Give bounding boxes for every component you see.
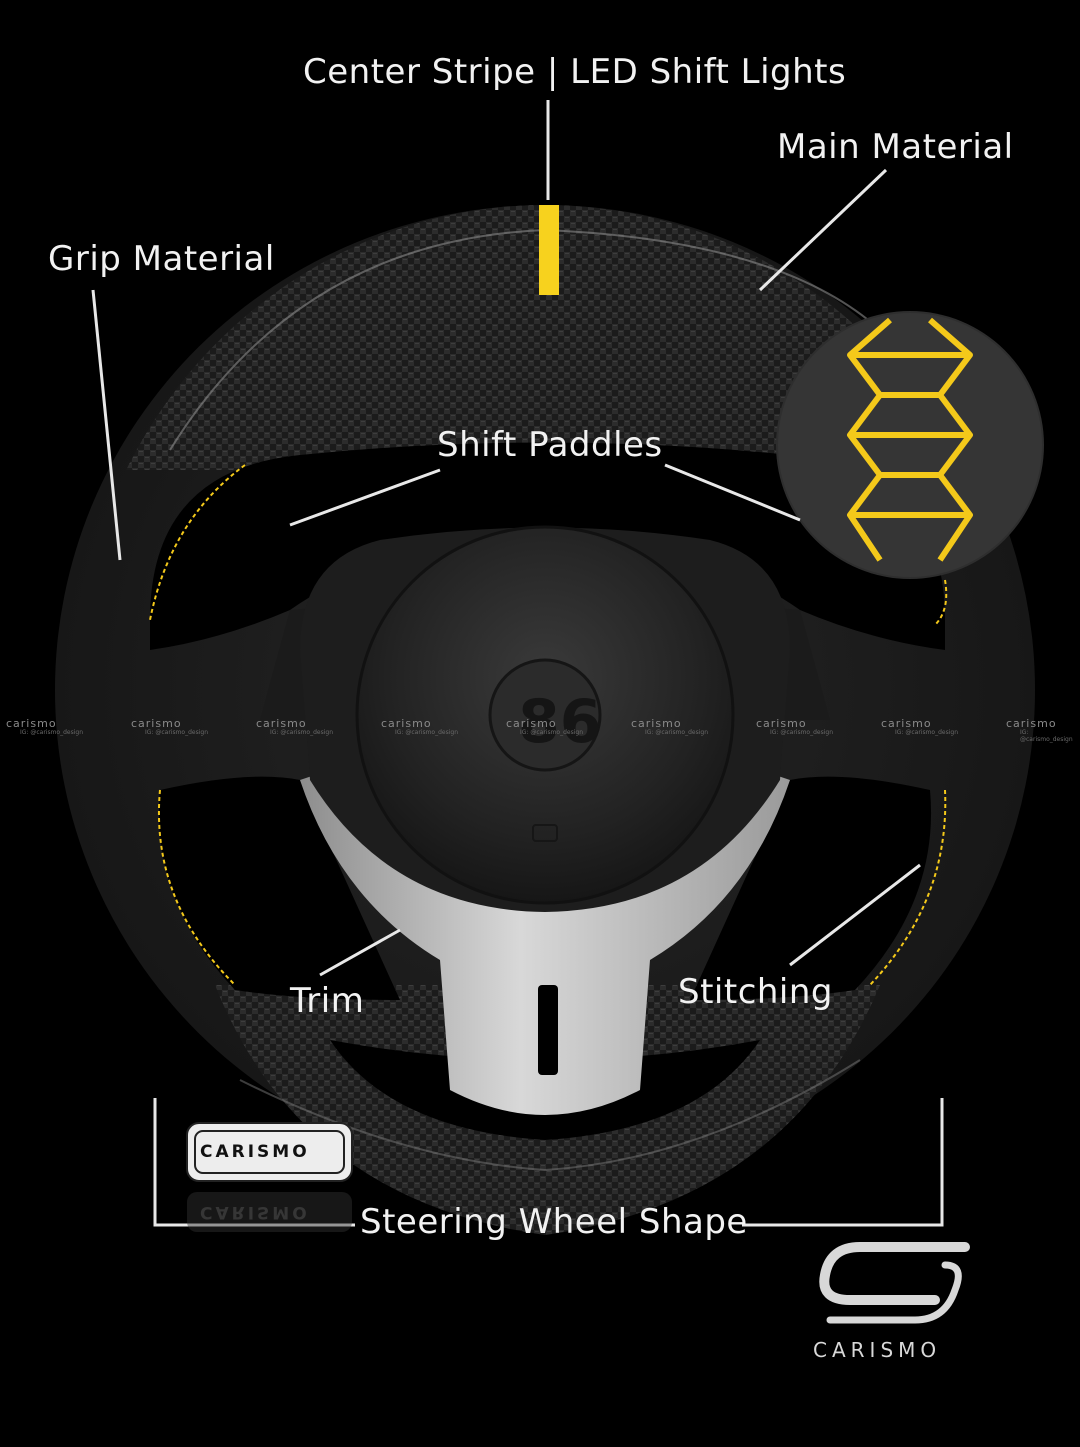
watermark-handle: IG: @carismo_design bbox=[270, 729, 334, 737]
carismo-logo-icon bbox=[819, 1242, 970, 1324]
stitching-closeup bbox=[776, 311, 1044, 579]
watermark-handle: IG: @carismo_design bbox=[1020, 729, 1073, 743]
watermark-brand: carismo bbox=[381, 717, 432, 730]
watermark-handle: IG: @carismo_design bbox=[520, 729, 584, 737]
watermark-handle: IG: @carismo_design bbox=[770, 729, 834, 737]
badge-reflection: CARISMO bbox=[200, 1202, 310, 1222]
watermark-handle: IG: @carismo_design bbox=[20, 729, 84, 737]
silver-trim bbox=[300, 770, 790, 1115]
label-shift-paddles: Shift Paddles bbox=[437, 425, 663, 465]
watermark-brand: carismo bbox=[6, 717, 57, 730]
watermark-brand: carismo bbox=[631, 717, 682, 730]
badge-text: CARISMO bbox=[200, 1142, 310, 1162]
watermark-brand: carismo bbox=[756, 717, 807, 730]
label-steering-wheel-shape: Steering Wheel Shape bbox=[360, 1202, 748, 1242]
watermark-brand: carismo bbox=[881, 717, 932, 730]
label-main-material: Main Material bbox=[777, 127, 1014, 167]
center-stripe bbox=[539, 205, 559, 295]
label-center-stripe: Center Stripe | LED Shift Lights bbox=[303, 52, 847, 92]
watermark-handle: IG: @carismo_design bbox=[145, 729, 209, 737]
carismo-badge bbox=[186, 1122, 353, 1232]
label-stitching: Stitching bbox=[678, 972, 834, 1012]
shape-bracket bbox=[153, 1098, 944, 1227]
watermark-brand: carismo bbox=[256, 717, 307, 730]
stitching-lines bbox=[149, 464, 948, 986]
airbag-hub: 86 bbox=[300, 525, 790, 912]
watermark-handle: IG: @carismo_design bbox=[645, 729, 709, 737]
watermark-brand: carismo bbox=[1006, 717, 1057, 730]
watermark-brand: carismo bbox=[131, 717, 182, 730]
svg-text:86: 86 bbox=[518, 687, 602, 757]
callout-lines bbox=[91, 100, 921, 977]
logo-wordmark: CARISMO bbox=[813, 1338, 942, 1362]
watermark-handle: IG: @carismo_design bbox=[395, 729, 459, 737]
watermark-brand: carismo bbox=[506, 717, 557, 730]
label-grip-material: Grip Material bbox=[48, 239, 275, 279]
label-trim: Trim bbox=[290, 981, 365, 1021]
watermark-handle: IG: @carismo_design bbox=[895, 729, 959, 737]
